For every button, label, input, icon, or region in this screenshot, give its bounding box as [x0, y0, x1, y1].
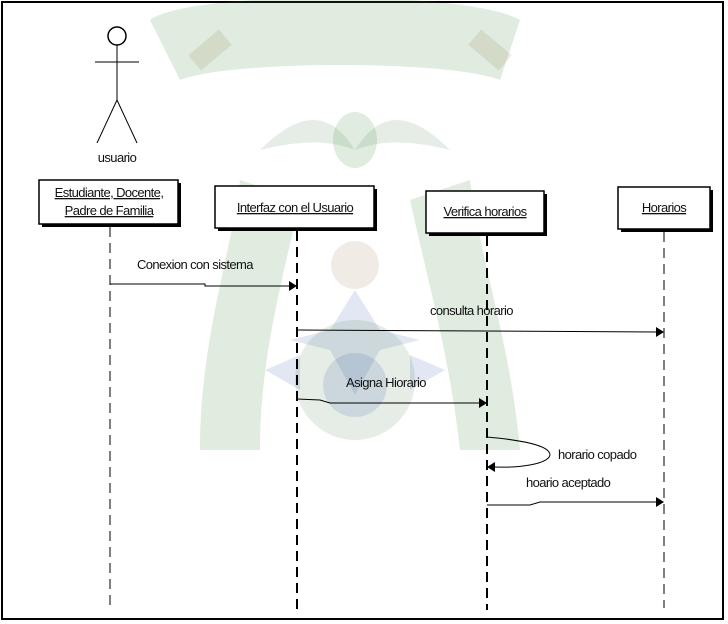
message-label-conexion: Conexion con sistema: [137, 257, 254, 272]
lifeline-label-horarios: Horarios: [642, 200, 687, 215]
message-label-aceptado: hoario aceptado: [526, 475, 611, 490]
message-copado: horario copado: [486, 436, 637, 472]
actor-right-leg: [116, 99, 138, 144]
watermark-emblem: [150, 0, 520, 450]
lifeline-label-estudiante-line2: Padre de Familia: [65, 203, 155, 218]
actor-label: usuario: [98, 150, 137, 165]
actor-left-leg: [96, 99, 118, 144]
message-arrowhead-conexion: [289, 281, 297, 291]
message-label-consulta: consulta horario: [430, 303, 513, 318]
message-line-aceptado: [487, 501, 657, 506]
message-arrowhead-consulta: [656, 327, 664, 337]
lifeline-label-interfaz: Interfaz con el Usuario: [237, 200, 354, 215]
message-consulta: consulta horario: [296, 303, 664, 337]
lifeline-interfaz: Interfaz con el Usuario: [214, 185, 377, 614]
message-arrowhead-aceptado: [656, 497, 664, 507]
message-line-consulta: [296, 329, 658, 333]
message-label-asigna: Asigna Hiorario: [346, 375, 426, 390]
lifeline-box-horarios: [617, 186, 711, 230]
message-arrowhead-copado: [487, 462, 495, 472]
lifeline-label-estudiante-line1: Estudiante, Docente,: [55, 185, 164, 200]
message-line-conexion: [110, 283, 290, 287]
message-asigna: Asigna Hiorario: [296, 375, 487, 408]
message-conexion: Conexion con sistema: [110, 257, 297, 291]
actor-head: [107, 26, 127, 46]
lifeline-label-verifica: Verifica horarios: [443, 204, 527, 219]
message-line-asigna: [296, 398, 480, 404]
lifeline-estudiante: Estudiante, Docente, Padre de Familia: [38, 179, 181, 605]
message-aceptado: hoario aceptado: [487, 475, 664, 507]
lifeline-box-interfaz: [214, 185, 375, 229]
lifeline-verifica: Verifica horarios: [425, 190, 547, 610]
actor-usuario: usuario: [95, 26, 139, 165]
message-line-copado: [486, 436, 551, 468]
lifeline-box-verifica: [425, 190, 545, 234]
lifeline-box-estudiante: [38, 179, 179, 225]
lifeline-horarios: Horarios: [617, 186, 713, 608]
message-arrowhead-asigna: [479, 398, 487, 408]
message-label-copado: horario copado: [558, 447, 637, 462]
